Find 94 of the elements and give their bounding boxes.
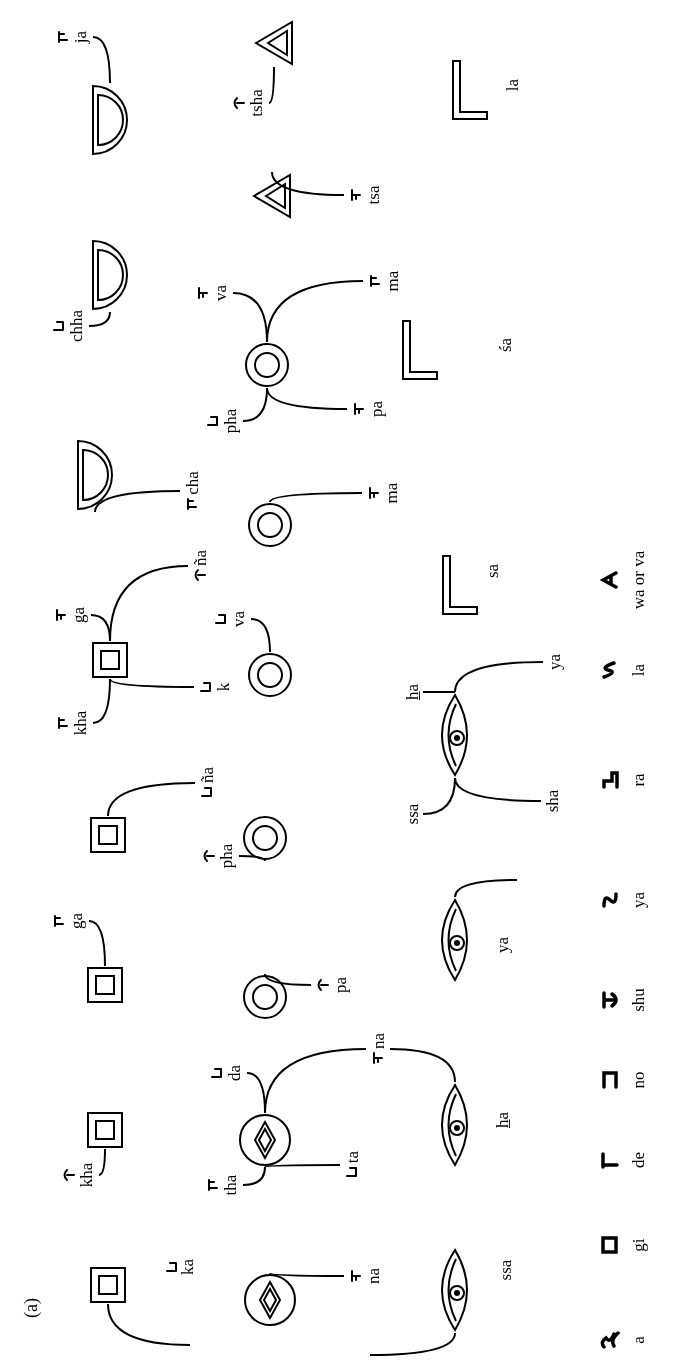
transliteration-text: ña [198,767,216,784]
curved-line [98,1148,106,1176]
ring-symbol [243,1273,297,1327]
transliteration-text: na [369,1033,387,1050]
transliteration-text: h̲a [493,1112,511,1129]
triangle-symbol [251,172,293,220]
transliteration-text: kha [77,1162,95,1188]
transliteration-text: chha [67,309,85,343]
transliteration-text: la [630,663,647,677]
panel-label: (a) [20,1298,42,1318]
transliteration-text: da [225,1065,243,1082]
transliteration-text: gi [630,1238,647,1252]
transliteration-text: na [364,1268,382,1285]
ring-symbol [244,342,290,388]
curved-line [269,1272,345,1277]
transliteration-text: de [630,1152,647,1169]
transliteration-text: tha [221,1174,239,1196]
curved-line [107,782,196,817]
semicircle-symbol [75,438,115,512]
curved-line [88,311,111,327]
curved-line [94,490,181,513]
transliteration-text: śa [496,337,514,353]
corner-symbol [440,553,480,617]
ring-symbol [247,502,293,548]
semicircle-symbol [90,83,130,157]
curved-line [238,855,266,862]
transliteration-text: ka [178,1259,196,1276]
ring-symbol [242,974,288,1020]
square-symbol [86,1111,124,1149]
square-symbol [89,1266,127,1304]
transliteration-text: sa [483,563,501,579]
curved-line [107,1303,191,1346]
transliteration-text: ssa [403,803,421,825]
square-symbol [89,816,127,854]
transliteration-text: va [229,611,247,628]
transliteration-text: pha [221,408,239,434]
transliteration-text: ja [71,30,89,44]
transliteration-text: ma [383,270,401,292]
transliteration-text: pa [331,977,349,994]
transliteration-text: sha [543,789,561,813]
transliteration-text: ma [382,482,400,504]
transliteration-text: kha [71,710,89,736]
semicircle-symbol [90,238,130,312]
transliteration-text: ya [493,937,511,954]
transliteration-text: tsa [364,185,382,205]
transliteration-text: k [214,682,232,692]
curved-line [264,1164,341,1168]
curved-line [389,1048,456,1083]
curved-line [92,36,111,84]
transliteration-text: ya [545,654,563,671]
ring-symbol [238,1113,292,1167]
curved-line [88,920,106,967]
transliteration-text: ña [191,550,209,567]
curved-line [264,973,312,986]
curved-line [266,280,364,343]
transliteration-text: ra [630,773,647,787]
transliteration-text: a [630,1336,647,1344]
transliteration-text: shu [630,988,647,1012]
corner-symbol [450,58,490,122]
curved-line [242,1166,266,1186]
transliteration-text: ga [69,607,87,624]
corner-symbol [400,318,440,382]
transliteration-text: h̲a [403,684,421,701]
transliteration-text: pha [217,843,235,869]
transliteration-text: la [503,78,521,92]
ring-symbol [242,815,288,861]
curved-line [271,171,345,196]
transliteration-text: cha [183,471,201,495]
triangle-symbol [253,19,295,67]
curved-line [109,678,195,688]
curved-line [369,1332,456,1356]
curved-line [268,66,275,104]
transliteration-text: ssa [496,1259,514,1281]
transliteration-text: wa or va [630,550,647,610]
square-symbol [86,966,124,1004]
transliteration-text: va [211,285,229,302]
curved-line [266,387,348,410]
transliteration-text: ga [67,913,85,930]
curved-line [454,661,544,693]
curved-line [454,879,518,898]
square-symbol [91,641,129,679]
transliteration-text: no [630,1071,647,1089]
curved-line [109,565,189,642]
transliteration-text: tsha [247,89,265,117]
transliteration-text: ya [630,892,647,909]
curved-line [264,1048,367,1114]
transliteration-text: ta [343,1150,361,1164]
curved-line [422,691,456,693]
transliteration-text: pa [367,401,385,418]
ring-symbol [247,652,293,698]
curved-line [92,678,111,724]
curved-line [269,492,363,503]
curved-line [454,777,542,802]
curved-line [250,618,271,653]
